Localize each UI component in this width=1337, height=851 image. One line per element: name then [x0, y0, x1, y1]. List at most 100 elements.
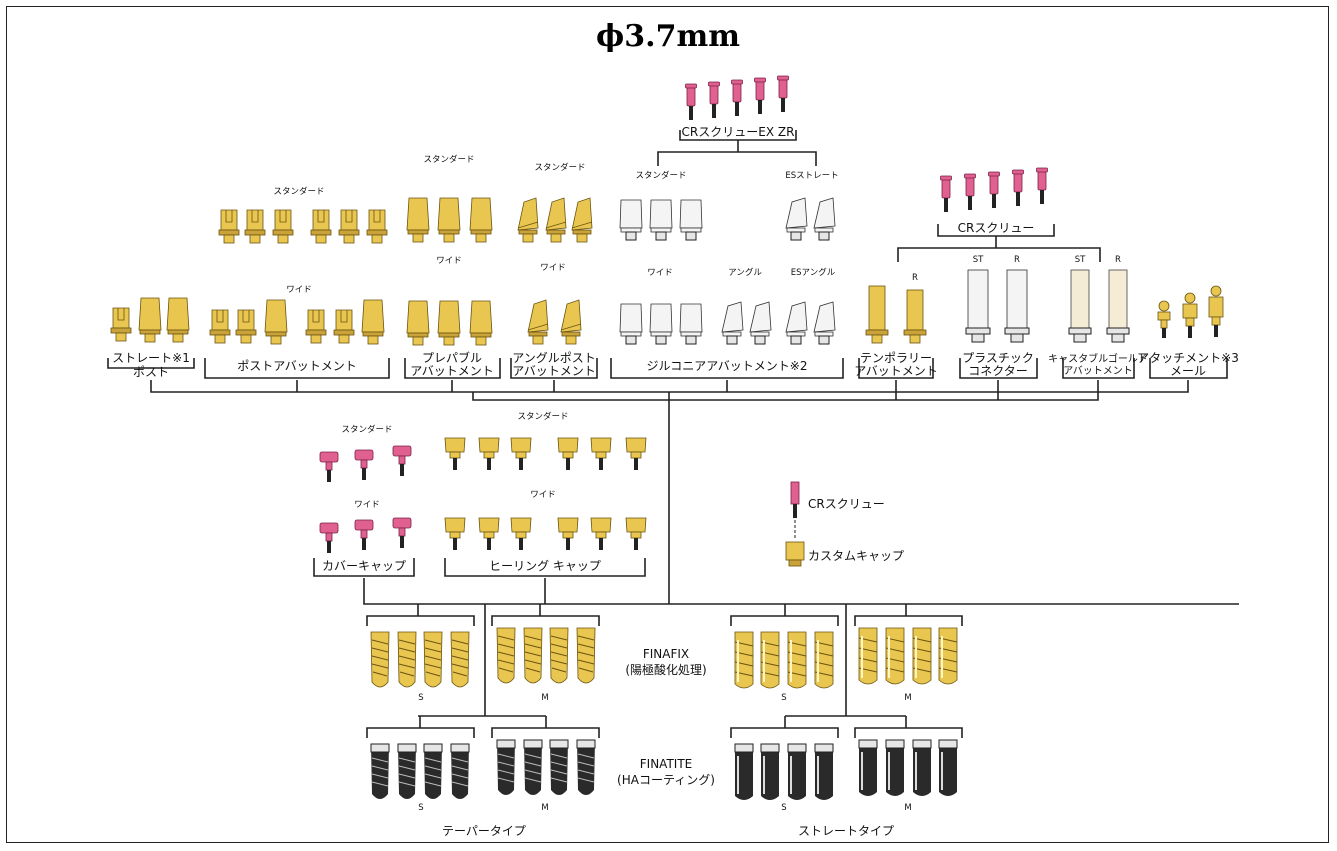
- post-abutment-label: ポストアバットメント: [237, 359, 357, 373]
- custom-cap-group: [785, 481, 805, 567]
- implant-fixture-icon: [450, 743, 470, 800]
- finatite-straight-s-label: S: [781, 803, 786, 813]
- preparable-abutment-icon: [406, 300, 430, 346]
- zirconia-standard-group: [619, 197, 836, 241]
- finatite-straight-m-group: [858, 739, 958, 797]
- post-abutment-icon: [272, 209, 294, 244]
- zirconia-standard-label: スタンダード: [635, 170, 686, 181]
- implant-fixture-icon: [938, 627, 958, 685]
- castable-label-1: キャスタブルゴールド: [1048, 352, 1148, 365]
- finafix-straight-s-group: [734, 631, 834, 689]
- zirconia-angle-icon: [721, 301, 744, 345]
- cover-cap-icon: [319, 522, 339, 554]
- post-abutment-icon: [338, 209, 360, 244]
- finatite-straight-s-group: [734, 743, 834, 801]
- zirconia-abutment-icon: [619, 199, 643, 241]
- implant-fixture-icon: [885, 739, 905, 797]
- diagram-frame: [6, 6, 1329, 843]
- implant-fixture-icon: [734, 631, 754, 689]
- healing-wide-group: [444, 517, 647, 551]
- castable-r-label: R: [1115, 255, 1121, 265]
- finatite-taper-m-group: [496, 739, 596, 796]
- prep-standard-label: スタンダード: [423, 154, 474, 165]
- implant-fixture-icon: [912, 739, 932, 797]
- healing-cap-icon: [557, 437, 579, 471]
- post-abutment-icon: [310, 209, 332, 244]
- temporary-label-1: テンポラリー: [860, 351, 932, 365]
- healing-standard-group: [444, 437, 647, 471]
- angle-wide-group: [527, 299, 582, 345]
- implant-fixture-icon: [523, 739, 543, 796]
- castable-abutment-r-icon: [1108, 269, 1128, 329]
- angle-standard-label: スタンダード: [534, 162, 585, 173]
- screw-icon: [940, 175, 952, 213]
- preparable-abutment-icon: [469, 197, 493, 243]
- cover-cap-label: カバーキャップ: [322, 559, 406, 573]
- zirconia-angle-icon: [813, 197, 836, 241]
- plastic-r-label: R: [1014, 255, 1020, 265]
- angle-abutment-icon: [545, 197, 567, 243]
- implant-fixture-icon: [885, 627, 905, 685]
- preparable-label-2: アバットメント: [410, 364, 494, 378]
- finafix-taper-m-label: M: [541, 693, 548, 703]
- finatite-taper-s-label: S: [418, 803, 423, 813]
- taper-type-label: テーパータイプ: [442, 824, 526, 838]
- zirconia-wide-label: ワイド: [647, 268, 673, 278]
- implant-fixture-icon: [523, 627, 543, 684]
- screw-icon: [685, 83, 697, 121]
- implant-fixture-icon: [760, 743, 780, 801]
- healing-cap-icon: [625, 437, 647, 471]
- straight-post-group: [110, 297, 190, 343]
- zirconia-abutment-icon: [649, 199, 673, 241]
- healing-wide-label: ワイド: [530, 490, 556, 500]
- post-abutment-icon: [366, 209, 388, 244]
- implant-fixture-icon: [760, 631, 780, 689]
- straight-post-label-1: ストレート※1: [112, 351, 190, 365]
- castable-label-2: アバットメント: [1063, 365, 1133, 377]
- finafix-straight-m-group: [858, 627, 958, 685]
- cr-screw-label: CRスクリュー: [958, 221, 1035, 235]
- zirconia-lower-group: [619, 301, 836, 345]
- healing-standard-label: スタンダード: [517, 411, 568, 422]
- zirconia-angle-icon: [749, 301, 772, 345]
- post-abutment-icon: [361, 299, 385, 345]
- cover-cap-icon: [319, 451, 339, 483]
- plastic-connector-icon: [967, 269, 989, 329]
- healing-cap-icon: [444, 517, 466, 551]
- zirconia-angle-icon: [785, 301, 808, 345]
- finafix-taper-s-group: [370, 631, 470, 688]
- screw-icon: [708, 81, 720, 119]
- plastic-label-1: プラスチック: [962, 351, 1034, 365]
- temporary-group: [865, 285, 927, 344]
- finafix-label-1: FINAFIX: [643, 647, 689, 661]
- screw-icon: [754, 77, 766, 115]
- zirconia-angle-label: アングル: [728, 267, 762, 278]
- implant-fixture-icon: [814, 631, 834, 689]
- implant-fixture-icon: [397, 631, 417, 688]
- prep-wide-label: ワイド: [436, 256, 462, 266]
- implant-fixture-icon: [370, 631, 390, 688]
- finafix-straight-s-label: S: [781, 693, 786, 703]
- zirconia-abutment-icon: [679, 199, 703, 241]
- plastic-st-label: ST: [973, 255, 984, 265]
- post-abutment-icon: [264, 299, 288, 345]
- custom-cap-label: カスタムキャップ: [808, 549, 904, 563]
- finafix-taper-m-group: [496, 627, 596, 684]
- implant-fixture-icon: [549, 739, 569, 796]
- implant-fixture-icon: [814, 743, 834, 801]
- angle-post-label-2: アバットメント: [512, 364, 596, 378]
- cover-cap-icon: [354, 519, 374, 551]
- post-abutment-icon: [138, 297, 162, 343]
- post-abutment-icon: [235, 309, 257, 344]
- temporary-label-2: アバットメント: [854, 364, 938, 378]
- attachment-label-1: アタッチメント※3: [1137, 351, 1239, 365]
- preparable-abutment-icon: [469, 300, 493, 346]
- custom-cap-icon: [785, 541, 805, 561]
- implant-fixture-icon: [423, 631, 443, 688]
- cover-cap-icon: [392, 445, 412, 477]
- post-wide-group: [209, 299, 385, 345]
- plastic-label-2: コネクター: [968, 364, 1028, 378]
- zirconia-es-angle-label: ESアングル: [791, 267, 836, 278]
- finatite-label-2: (HAコーティング): [617, 773, 715, 787]
